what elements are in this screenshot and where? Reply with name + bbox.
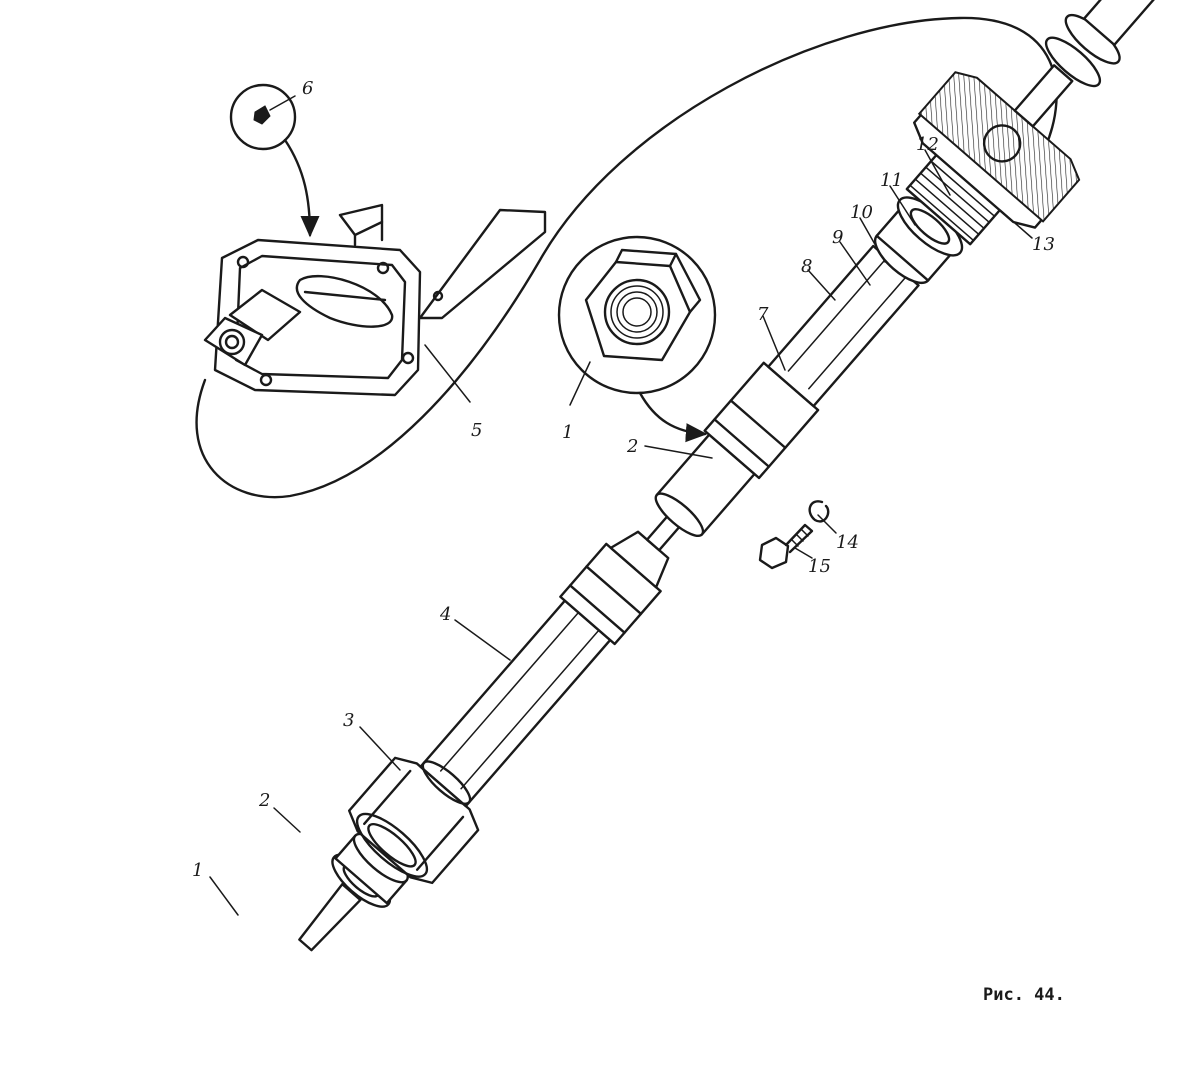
callout-3: 3 <box>343 710 354 731</box>
bracket-assembly <box>203 203 547 397</box>
callout-5: 5 <box>471 420 482 441</box>
callout-1-bottom: 1 <box>192 860 203 881</box>
callout-8: 8 <box>801 256 812 277</box>
callout-15: 15 <box>808 556 831 577</box>
callout-4: 4 <box>439 604 451 625</box>
callout-1-upper: 2 <box>626 436 638 457</box>
callout-10: 10 <box>850 202 873 223</box>
callout-6: 6 <box>302 78 313 99</box>
figure-caption: Рис. 44. <box>983 985 1065 1005</box>
callout-2-inset: 1 <box>562 422 573 443</box>
callout-11: 11 <box>880 170 903 191</box>
inset-detail-6 <box>229 83 320 238</box>
leader-lines <box>209 95 1033 916</box>
bolt-15 <box>758 523 814 570</box>
callout-13: 13 <box>1032 234 1055 255</box>
callout-2-bottom: 2 <box>258 790 270 811</box>
shaft-assembly <box>298 0 1169 952</box>
inset-detail-nut <box>557 235 717 443</box>
callout-9: 9 <box>832 227 843 248</box>
callout-12: 12 <box>916 134 939 155</box>
washer-14 <box>808 500 830 523</box>
connection-loop <box>195 16 1058 499</box>
callout-7: 7 <box>757 304 769 325</box>
callout-14: 14 <box>836 532 859 553</box>
